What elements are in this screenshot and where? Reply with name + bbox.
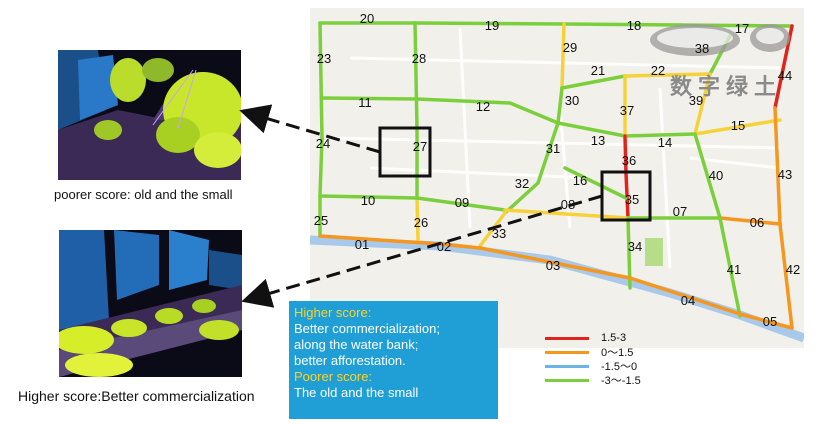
segment-label: 17	[735, 21, 749, 36]
segment-label: 16	[573, 173, 587, 188]
segment-label: 08	[561, 197, 575, 212]
legend: 1.5-3 0～1.5 -1.5～0 -3～-1.5	[545, 331, 641, 387]
segment-label: 15	[731, 118, 745, 133]
segment-label: 03	[546, 258, 560, 273]
legend-item: 1.5-3	[545, 331, 641, 345]
segment-11	[320, 96, 419, 101]
higher-score-title: Higher score	[294, 305, 368, 320]
segment-label: 18	[627, 18, 641, 33]
segment-31	[536, 121, 560, 185]
segment-label: 34	[628, 239, 642, 254]
segment-label: 28	[412, 51, 426, 66]
legend-label: 1.5-3	[601, 332, 627, 344]
segment-label: 21	[591, 63, 605, 78]
watermark-logo	[650, 24, 790, 56]
segment-label: 44	[778, 68, 792, 83]
legend-swatch	[545, 336, 589, 340]
legend-item: -3～-1.5	[545, 373, 641, 387]
segment-12	[415, 97, 560, 125]
segment-41	[718, 216, 742, 318]
caption-higher-score: Higher score:Better commercialization	[18, 388, 255, 404]
segment-15	[693, 118, 782, 136]
segment-label: 30	[565, 93, 579, 108]
segment-label: 26	[414, 215, 428, 230]
segment-label: 13	[591, 133, 605, 148]
legend-swatch	[545, 350, 589, 354]
segment-label: 02	[437, 239, 451, 254]
legend-swatch	[545, 364, 589, 368]
segment-label: 11	[358, 95, 372, 110]
legend-swatch	[545, 378, 589, 382]
legend-label: 0～1.5	[601, 347, 634, 359]
legend-item: -1.5～0	[545, 359, 641, 373]
segment-label: 38	[695, 41, 709, 56]
segment-06	[718, 216, 782, 226]
segment-21	[560, 74, 627, 90]
point-cloud-thumbnail-old-street	[58, 50, 241, 180]
poorer-score-line: The old and the small	[294, 385, 419, 400]
segment-label: 04	[681, 293, 695, 308]
segment-04	[628, 276, 742, 316]
segment-label: 14	[658, 135, 672, 150]
segment-label: 39	[689, 93, 703, 108]
segment-label: 24	[316, 136, 330, 151]
segment-30	[556, 86, 564, 125]
segment-19	[413, 21, 566, 26]
segment-label: 05	[763, 314, 777, 329]
segment-label: 36	[622, 153, 636, 168]
segment-42	[778, 222, 794, 330]
segment-label: 25	[314, 213, 328, 228]
legend-label: -3～-1.5	[601, 375, 641, 387]
segment-label: 41	[727, 262, 741, 277]
segment-36	[623, 134, 628, 175]
segment-label: 22	[651, 63, 665, 78]
segment-label: 40	[709, 168, 723, 183]
segment-label: 12	[476, 99, 490, 114]
higher-score-line: better afforestation.	[294, 353, 406, 368]
higher-score-title-colon: :	[367, 305, 372, 320]
segment-label: 29	[563, 40, 577, 55]
segment-label: 42	[786, 262, 800, 277]
segment-13	[556, 121, 627, 138]
segment-label: 32	[515, 176, 529, 191]
score-explanation-box: Higher score: Better commercialization; …	[289, 301, 498, 419]
segment-29	[560, 22, 566, 90]
poorer-score-title: Poorer score:	[294, 369, 373, 384]
segment-23	[318, 21, 324, 140]
segment-label: 06	[750, 215, 764, 230]
segment-label: 19	[485, 18, 499, 33]
segment-39	[693, 72, 712, 136]
higher-score-line: Better commercialization;	[294, 321, 440, 336]
segment-22	[623, 72, 712, 78]
segment-label: 09	[455, 195, 469, 210]
segment-label: 10	[361, 193, 375, 208]
segment-label: 01	[355, 237, 369, 252]
caption-poorer-score: poorer score: old and the small	[54, 187, 233, 202]
legend-label: -1.5～0	[601, 361, 638, 373]
segment-label: 23	[317, 51, 331, 66]
segment-14	[623, 132, 697, 138]
watermark-text: 数字绿土	[670, 74, 782, 99]
segment-label: 31	[546, 141, 560, 156]
segment-18	[562, 22, 682, 27]
street-score-map: 数字绿土 01 02 03 04 05 06 07 08 09 10 11 12…	[310, 8, 804, 348]
segment-label: 43	[778, 167, 792, 182]
point-cloud-thumbnail-commercial-street	[59, 230, 242, 377]
segment-label: 35	[625, 192, 639, 207]
segment-40	[693, 132, 722, 220]
higher-score-line: along the water bank;	[294, 337, 419, 352]
segment-label: 37	[620, 103, 634, 118]
legend-item: 0～1.5	[545, 345, 641, 359]
segment-label: 20	[360, 11, 374, 26]
segment-label: 07	[673, 204, 687, 219]
segment-28	[413, 21, 419, 130]
segment-43	[773, 106, 782, 226]
segment-label: 33	[492, 226, 506, 241]
segment-label: 27	[413, 139, 427, 154]
segment-05	[738, 312, 794, 330]
